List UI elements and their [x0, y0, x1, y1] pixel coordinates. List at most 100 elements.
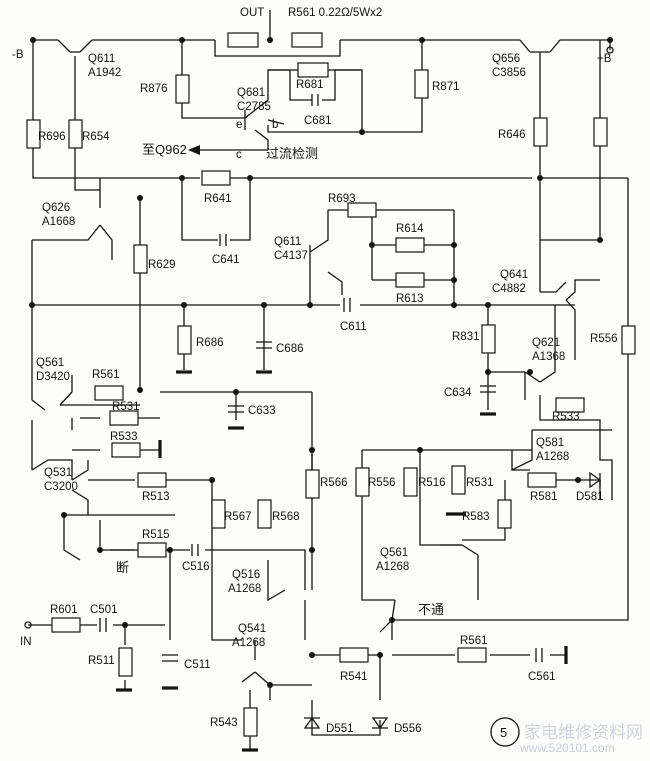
watermark-url: www.520101.com	[519, 741, 615, 755]
label-r531-left: R531	[112, 401, 140, 413]
resistor-r568	[257, 499, 272, 529]
resistor-r531-right	[451, 465, 466, 495]
label-c686: C686	[276, 343, 304, 355]
label-c611: C611	[340, 321, 367, 333]
label-r533-left: R533	[110, 431, 138, 443]
label-q541: Q541	[238, 623, 266, 635]
label-r681: R681	[296, 79, 324, 91]
resistor-r693	[347, 202, 377, 218]
label-c4137: C4137	[274, 250, 308, 262]
label-r543: R543	[210, 717, 238, 729]
capacitor-c681	[311, 94, 319, 106]
resistor-r543	[243, 707, 258, 737]
resistor-r516	[403, 467, 418, 497]
resistor-r831	[481, 324, 496, 354]
resistor-r601	[51, 617, 81, 633]
label-r568: R568	[272, 511, 300, 523]
label-break: 断	[116, 560, 129, 575]
label-a1268-q541: A1268	[232, 637, 265, 649]
label-r629: R629	[148, 259, 176, 271]
capacitor-c561	[535, 648, 543, 662]
capacitor-c611	[343, 298, 351, 312]
resistor-r641	[201, 170, 231, 186]
diode-d581	[589, 471, 602, 489]
label-pin-b: b	[272, 119, 278, 131]
resistor-r614	[395, 237, 425, 253]
label-r696: R696	[38, 131, 66, 143]
resistor-r541	[339, 647, 369, 663]
label-c3200: C3200	[44, 481, 78, 493]
label-r561-top: R561 0.22Ω/5Wx2	[288, 7, 382, 19]
plus-b-terminal	[606, 46, 614, 54]
resistor-r-right	[593, 117, 608, 147]
label-q611-top: Q611	[88, 53, 115, 65]
resistor-r681	[297, 62, 329, 78]
label-minus-b: -B	[12, 49, 24, 61]
label-a1268-q516: A1268	[228, 583, 261, 595]
resistor-r567	[211, 499, 226, 529]
capacitor-c634	[480, 385, 496, 393]
capacitor-c633	[228, 405, 244, 413]
label-d581: D581	[576, 491, 604, 503]
capacitor-c511	[162, 654, 178, 662]
label-r641: R641	[204, 193, 232, 205]
label-r556-right: R556	[590, 333, 618, 345]
label-a1268-q581: A1268	[536, 451, 569, 463]
label-r567: R567	[224, 511, 252, 523]
label-out: OUT	[240, 7, 264, 19]
resistor-r686	[177, 325, 192, 355]
resistor-r696	[26, 119, 41, 149]
resistor-r561-low	[457, 647, 487, 663]
resistor-r533-left	[111, 442, 141, 458]
label-r561-low: R561	[460, 635, 488, 647]
label-q531: Q531	[44, 467, 72, 479]
label-a1668: A1668	[42, 216, 75, 228]
label-no-conduct: 不通	[418, 602, 444, 617]
capacitor-c516	[191, 544, 199, 556]
label-pin-e: e	[236, 119, 242, 131]
label-r871: R871	[432, 81, 460, 93]
label-r561-left: R561	[92, 369, 120, 381]
label-d551: D551	[326, 723, 354, 735]
label-q611-mid: Q611	[274, 236, 301, 248]
resistor-r533-right	[555, 397, 585, 413]
label-r614: R614	[396, 223, 424, 235]
label-q561-left: Q561	[36, 357, 64, 369]
capacitor-c686	[256, 341, 272, 349]
arrow-to-q962	[188, 145, 200, 155]
label-r583: R583	[462, 511, 490, 523]
label-r601: R601	[50, 604, 78, 616]
label-overcurrent: 过流检测	[266, 146, 318, 161]
label-r686: R686	[196, 337, 224, 349]
resistor-r654	[68, 119, 83, 149]
label-c681: C681	[304, 115, 332, 127]
label-q641: Q641	[500, 269, 528, 281]
resistor-r871	[414, 69, 429, 99]
label-r541: R541	[340, 671, 368, 683]
resistor-r561-a	[227, 32, 259, 48]
label-r531-right: R531	[466, 477, 494, 489]
resistor-r556-mid	[355, 467, 370, 497]
resistor-r566	[305, 469, 320, 499]
label-r556-mid: R556	[368, 477, 396, 489]
label-r646: R646	[498, 129, 526, 141]
diode-d551	[303, 716, 321, 729]
label-c501: C501	[90, 604, 118, 616]
label-c2785: C2785	[237, 101, 271, 113]
watermark-site-name: 家电维修资料网	[524, 723, 643, 742]
wires	[28, 10, 629, 750]
label-c634: C634	[444, 387, 472, 399]
label-in: IN	[20, 636, 32, 648]
label-c3856: C3856	[492, 67, 526, 79]
label-c641: C641	[212, 254, 240, 266]
label-r513: R513	[142, 491, 170, 503]
capacitor-c501	[99, 618, 107, 632]
label-plus-b: +B	[597, 53, 612, 65]
label-c561: C561	[528, 671, 556, 683]
resistor-r561-left	[94, 385, 124, 401]
label-r533-right: R533	[552, 411, 580, 423]
capacitor-c641	[219, 234, 227, 246]
label-c516: C516	[182, 561, 210, 573]
label-c4882: C4882	[492, 283, 526, 295]
